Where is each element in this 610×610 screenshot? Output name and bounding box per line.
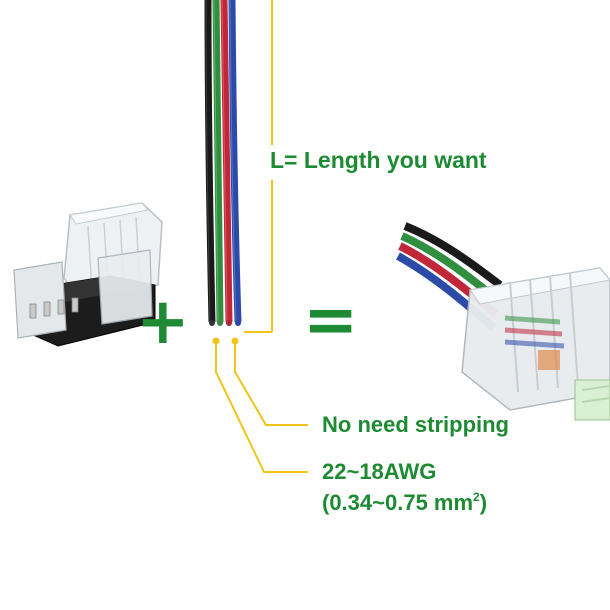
equals-sign: =: [303, 281, 359, 358]
cross-section-value: (0.34~0.75 mm: [322, 490, 474, 515]
wire-gauge-label: 22~18AWG: [322, 459, 437, 484]
plus-sign: +: [136, 285, 190, 359]
cross-section-close: ): [479, 490, 488, 515]
no-stripping-label: No need stripping: [322, 412, 509, 437]
strip-connector: [13, 202, 163, 347]
length-dimension-line: [244, 0, 273, 333]
cross-section-label: (0.34~0.75 mm2): [322, 491, 487, 514]
assembled-connector: [396, 222, 610, 421]
length-label: L= Length you want: [270, 147, 487, 173]
four-wire-cable: [204, 0, 242, 326]
callout-lines: [212, 337, 308, 473]
cross-section-exponent: 2: [473, 490, 480, 504]
